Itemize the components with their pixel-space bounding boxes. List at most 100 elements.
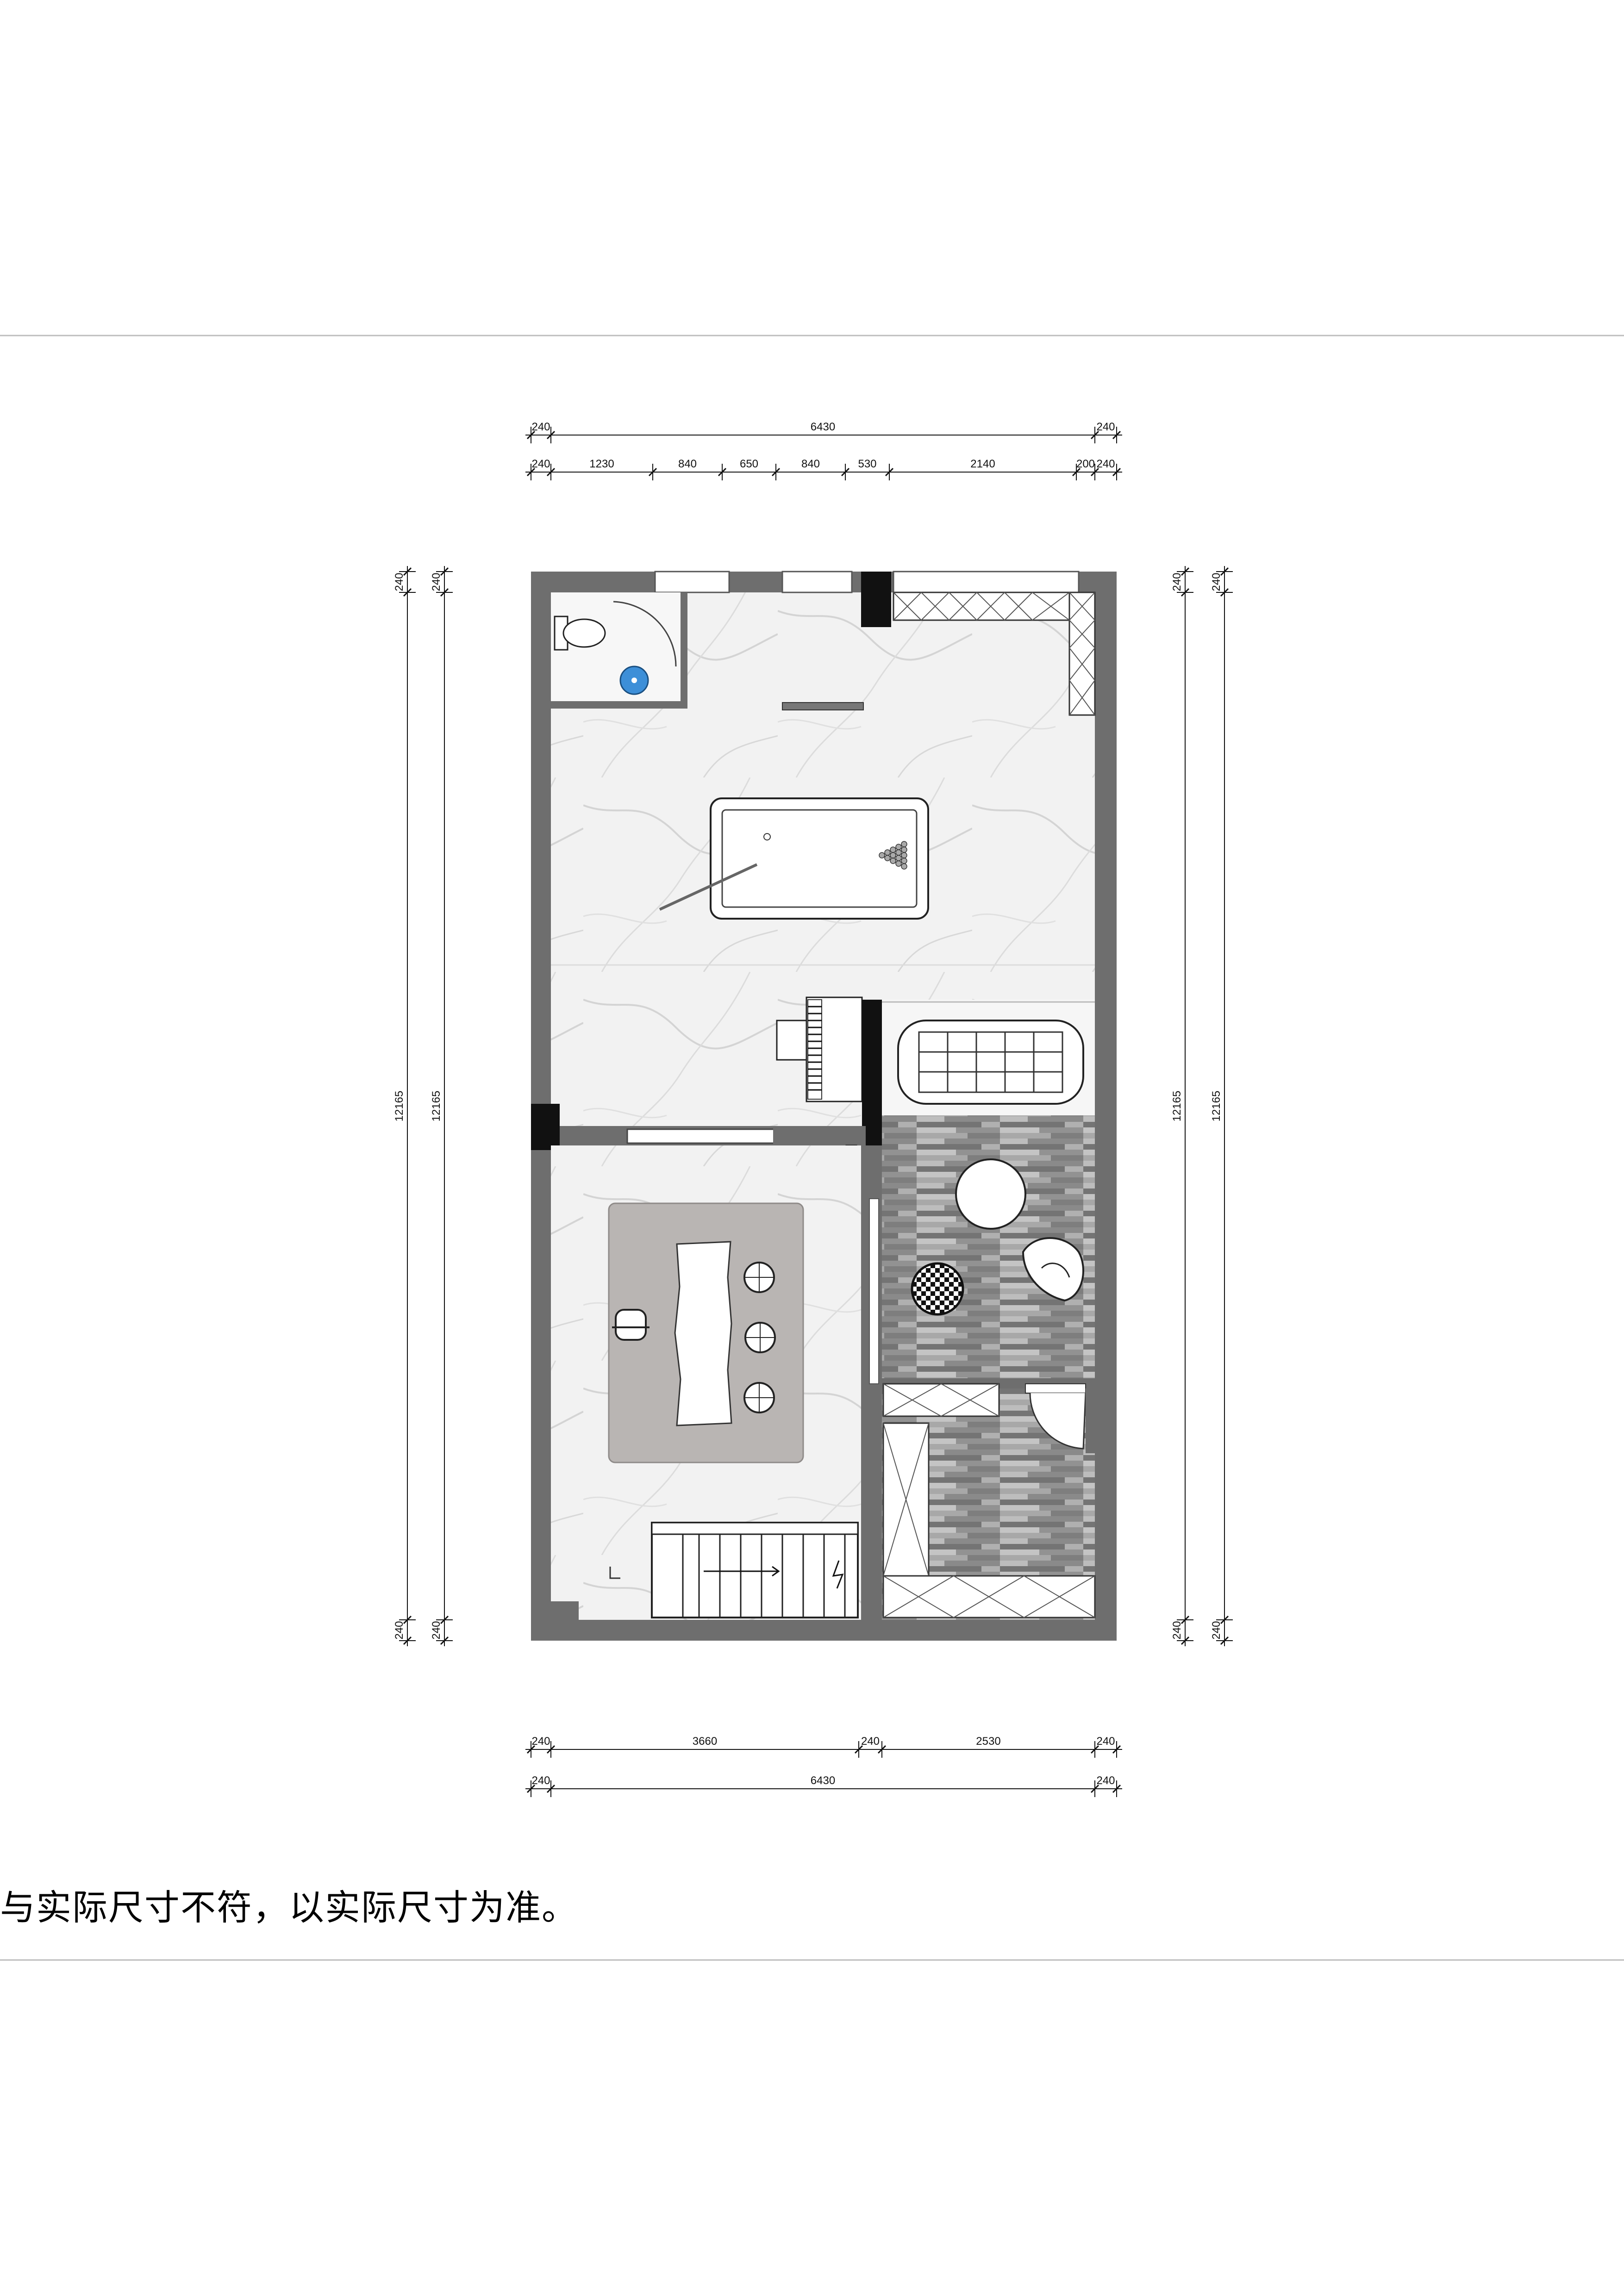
dim-top-detail-tick xyxy=(526,467,536,477)
dim-left-inner-label: 240 xyxy=(430,572,443,591)
dim-left-inner-tick xyxy=(440,588,449,597)
glass-partition xyxy=(869,1198,879,1384)
dim-bottom-detail-label: 240 xyxy=(861,1735,880,1748)
top-window-1 xyxy=(654,571,730,593)
dim-right-outer-tick xyxy=(1220,567,1229,576)
dim-top-total-tick xyxy=(1090,430,1099,440)
dim-top-detail-tick xyxy=(546,467,556,477)
dim-left-inner-tick xyxy=(440,1636,449,1645)
dim-left-inner-tick xyxy=(440,567,449,576)
cabinet-left xyxy=(882,1422,930,1577)
study-corner-wall xyxy=(551,1601,579,1620)
dim-right-inner-label: 12165 xyxy=(1171,1091,1183,1122)
wall-shelf xyxy=(782,702,864,710)
dim-right-inner-tick xyxy=(1181,588,1190,597)
round-table-icon xyxy=(955,1158,1026,1230)
chair-icon xyxy=(612,1309,650,1341)
dim-bottom-detail-label: 2530 xyxy=(976,1735,1000,1748)
dim-top-total-tick xyxy=(546,430,556,440)
dim-top-total-tick xyxy=(526,430,536,440)
partition-wall-mid xyxy=(773,1126,866,1145)
dim-top-total-label: 240 xyxy=(1096,421,1115,433)
bathroom-wall-bottom xyxy=(551,701,687,709)
dim-right-outer-label: 240 xyxy=(1210,1621,1223,1639)
dim-right-outer-tick xyxy=(1220,1636,1229,1645)
piano-icon xyxy=(776,996,863,1102)
ottoman-icon xyxy=(911,1262,964,1316)
dim-left-outer-label: 12165 xyxy=(393,1091,406,1122)
dim-top-detail-tick xyxy=(1090,467,1099,477)
dim-left-inner-tick xyxy=(440,1615,449,1624)
dim-bottom-detail-tick xyxy=(526,1745,536,1754)
dim-bottom-detail-label: 240 xyxy=(531,1735,550,1748)
dim-left-outer-tick xyxy=(403,1636,412,1645)
dim-left-outer-tick xyxy=(403,588,412,597)
column-top xyxy=(861,572,891,627)
column-left xyxy=(531,1104,560,1150)
dim-right-inner-label: 240 xyxy=(1171,1621,1183,1639)
dim-bottom-detail-tick xyxy=(546,1745,556,1754)
cabinet-top xyxy=(882,1383,1000,1417)
dim-left-inner-label: 12165 xyxy=(430,1091,443,1122)
dim-right-outer-tick xyxy=(1220,588,1229,597)
dim-top-total-label: 240 xyxy=(531,421,550,433)
dim-bottom-detail-tick xyxy=(1112,1745,1121,1754)
dim-top-detail-label: 840 xyxy=(801,458,820,470)
cabinet-bottom xyxy=(882,1575,1096,1618)
dim-bottom-detail-tick xyxy=(854,1745,863,1754)
bathroom-floor xyxy=(551,592,683,706)
dim-right-outer-label: 240 xyxy=(1210,572,1223,591)
dim-left-outer-tick xyxy=(403,1615,412,1624)
closet-right-wall xyxy=(1086,1388,1095,1453)
dim-top-detail-label: 240 xyxy=(1096,458,1115,470)
shower-icon xyxy=(613,601,677,695)
dim-right-outer-label: 12165 xyxy=(1210,1091,1223,1122)
dim-left-outer-tick xyxy=(403,567,412,576)
disclaimer-note: 与实际尺寸不符，以实际尺寸为准。 xyxy=(0,1887,578,1928)
top-window-2 xyxy=(781,571,853,593)
dim-top-detail-label: 1230 xyxy=(589,458,614,470)
dim-top-detail-label: 240 xyxy=(531,458,550,470)
dim-right-inner-label: 240 xyxy=(1171,572,1183,591)
dim-bottom-total-label: 240 xyxy=(1096,1774,1115,1787)
dim-top-detail-tick xyxy=(718,467,727,477)
dim-top-total-tick xyxy=(1112,430,1121,440)
chair-icon xyxy=(743,1262,775,1293)
dim-right-inner-tick xyxy=(1181,1636,1190,1645)
dim-top-detail-label: 650 xyxy=(740,458,758,470)
dim-top-detail-tick xyxy=(648,467,657,477)
bathroom-wall-right xyxy=(681,592,687,708)
dim-top-detail-tick xyxy=(1112,467,1121,477)
dim-top-detail-tick xyxy=(841,467,850,477)
toilet-icon xyxy=(554,616,606,651)
dim-bottom-detail-label: 240 xyxy=(1096,1735,1115,1748)
dim-right-outer-tick xyxy=(1220,1615,1229,1624)
dim-bottom-total-tick xyxy=(526,1784,536,1793)
dim-right-inner-tick xyxy=(1181,1615,1190,1624)
dim-bottom-total-label: 6430 xyxy=(811,1774,835,1787)
partition-wall-left xyxy=(551,1126,630,1145)
dim-bottom-total-tick xyxy=(1090,1784,1099,1793)
dim-left-outer-label: 240 xyxy=(393,1621,406,1639)
dim-bottom-detail-tick xyxy=(877,1745,887,1754)
dim-left-outer-label: 240 xyxy=(393,572,406,591)
dim-top-detail-label: 200 xyxy=(1076,458,1095,470)
dim-top-detail-tick xyxy=(1072,467,1081,477)
top-window-3 xyxy=(893,571,1080,593)
dim-bottom-detail-tick xyxy=(1090,1745,1099,1754)
sliding-door xyxy=(626,1128,776,1144)
stair-marker xyxy=(609,1567,620,1579)
chair-icon xyxy=(744,1322,776,1353)
lounge-chair-icon xyxy=(1022,1237,1084,1302)
chair-icon xyxy=(743,1382,775,1413)
sofa-icon xyxy=(897,1020,1084,1105)
building xyxy=(531,571,1117,1641)
dim-top-detail-tick xyxy=(885,467,894,477)
dim-top-detail-tick xyxy=(771,467,781,477)
billiard-table-icon xyxy=(659,797,929,920)
desk-icon xyxy=(674,1241,732,1426)
dim-top-total-label: 6430 xyxy=(811,421,835,433)
dim-bottom-total-tick xyxy=(546,1784,556,1793)
